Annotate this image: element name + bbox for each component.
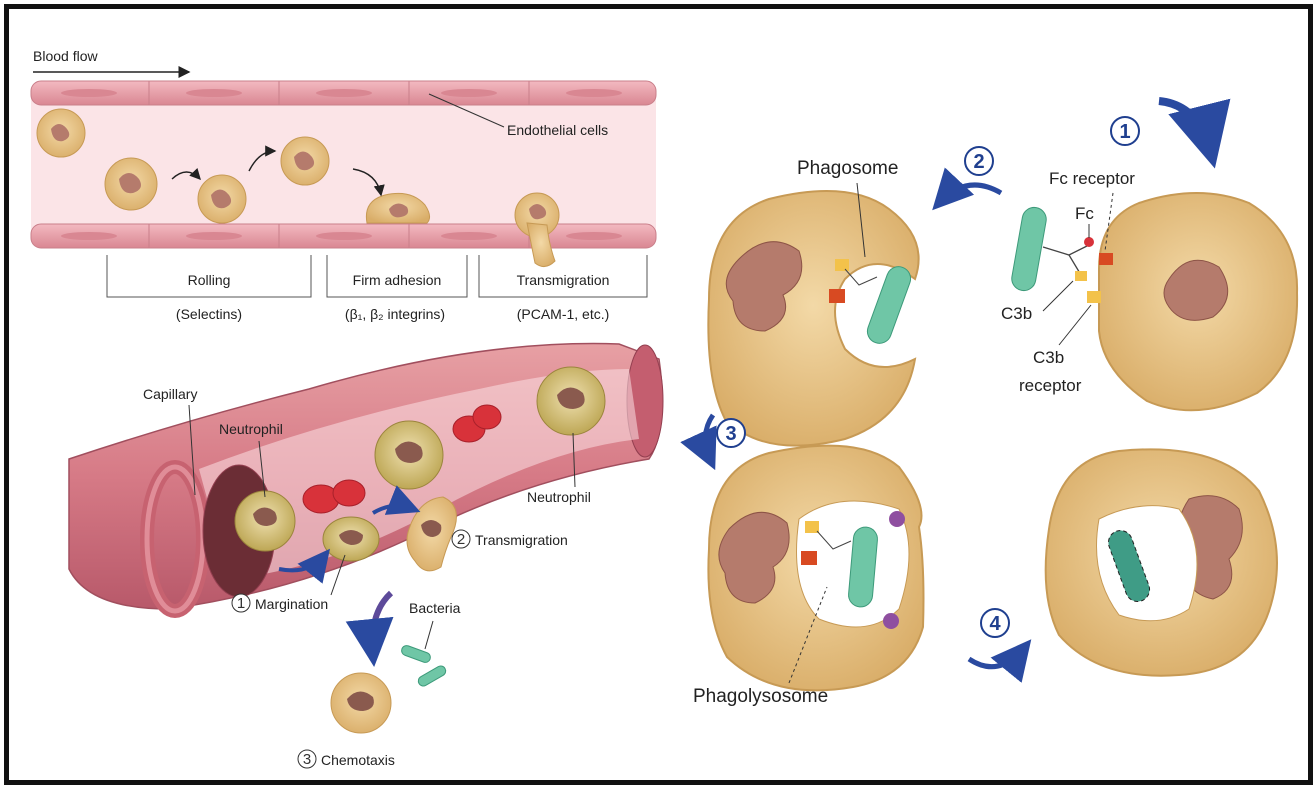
- fc-label: Fc: [1075, 204, 1094, 223]
- leukocyte-free: [37, 109, 85, 157]
- chemotaxis-step: 3 Chemotaxis: [298, 750, 395, 768]
- stage-adhesion-mediator: (β₁, β₂ integrins): [345, 306, 445, 322]
- antibody-and-c3b: [1043, 245, 1089, 275]
- capillary-label: Capillary: [143, 386, 197, 402]
- leukocyte-rolling: [105, 158, 157, 210]
- neutrophil-label-2: Neutrophil: [527, 489, 591, 505]
- diagram-canvas: Blood flow Endothelial cells Rolling (Se…: [9, 9, 1308, 780]
- svg-text:3: 3: [725, 423, 736, 445]
- c3b-leader: [1043, 281, 1073, 311]
- endothelial-layer-bottom: [31, 224, 656, 248]
- bacterium-step1: [1010, 206, 1048, 293]
- fc-receptor: [1099, 253, 1113, 265]
- leukocyte-transmigrating: [515, 193, 559, 267]
- endothelial-label: Endothelial cells: [507, 122, 608, 138]
- svg-text:1: 1: [237, 595, 245, 612]
- c3b-dot: [1075, 271, 1087, 281]
- neutrophil-chemotaxis: [331, 673, 391, 733]
- c3b-receptor-leader: [1059, 305, 1091, 345]
- fc-dot: [1084, 237, 1094, 247]
- svg-text:Chemotaxis: Chemotaxis: [321, 752, 395, 768]
- step-2-marker: 2: [965, 147, 993, 175]
- stage-transmigration-name: Transmigration: [517, 272, 610, 288]
- phagosome-bacterium: [864, 263, 914, 346]
- fc-receptor-label: Fc receptor: [1049, 169, 1135, 188]
- neutrophil-label-1: Neutrophil: [219, 421, 283, 437]
- stage-adhesion-name: Firm adhesion: [353, 272, 442, 288]
- svg-text:1: 1: [1119, 121, 1130, 143]
- stage-transmigration-mediator: (PCAM-1, etc.): [517, 306, 610, 322]
- step-1-arrow: [1159, 101, 1211, 153]
- diagram-frame: Blood flow Endothelial cells Rolling (Se…: [4, 4, 1313, 785]
- c3b-receptor-label-2: receptor: [1019, 376, 1082, 395]
- phagocyte-phagolysosome: [708, 446, 923, 691]
- svg-text:3: 3: [303, 751, 311, 768]
- chemotaxis-blue-arrow: [372, 593, 391, 655]
- endothelial-layer-top: [31, 81, 656, 105]
- stage-rolling-name: Rolling: [188, 272, 231, 288]
- svg-text:Margination: Margination: [255, 596, 328, 612]
- phagosome-label: Phagosome: [797, 158, 898, 179]
- bacteria-label: Bacteria: [409, 600, 461, 616]
- step-4-marker: 4: [981, 609, 1009, 637]
- bacteria-leader: [425, 621, 433, 649]
- step-4-arrow: [969, 647, 1025, 667]
- c3b-label: C3b: [1001, 304, 1032, 323]
- step-3-marker: 3: [717, 419, 745, 447]
- phagocyte-step1: [1099, 193, 1297, 410]
- neutrophil-upper-2: [537, 367, 605, 435]
- transmigration-step: 2 Transmigration: [452, 530, 568, 548]
- leukocyte-rolling-2: [198, 175, 246, 223]
- blood-flow-label: Blood flow: [33, 48, 98, 64]
- leukocyte-rolling-3: [281, 137, 329, 185]
- step-1-marker: 1: [1111, 117, 1139, 145]
- step-3-arrow: [705, 415, 713, 461]
- neutrophil-in-lumen: [235, 491, 295, 551]
- step-2-arrow: [939, 185, 1001, 203]
- neutrophil-upper-1: [375, 421, 443, 489]
- neutrophil-marginating: [323, 517, 379, 561]
- svg-text:4: 4: [989, 613, 1001, 635]
- svg-text:Transmigration: Transmigration: [475, 532, 568, 548]
- c3b-receptor-label-1: C3b: [1033, 348, 1064, 367]
- c3b-receptor: [1087, 291, 1101, 303]
- phagolysosome-label: Phagolysosome: [693, 686, 828, 707]
- phagocyte-digested: [1046, 449, 1277, 675]
- svg-text:2: 2: [457, 531, 465, 548]
- bacteria: [400, 644, 447, 688]
- stage-rolling-mediator: (Selectins): [176, 306, 242, 322]
- svg-text:2: 2: [973, 151, 984, 173]
